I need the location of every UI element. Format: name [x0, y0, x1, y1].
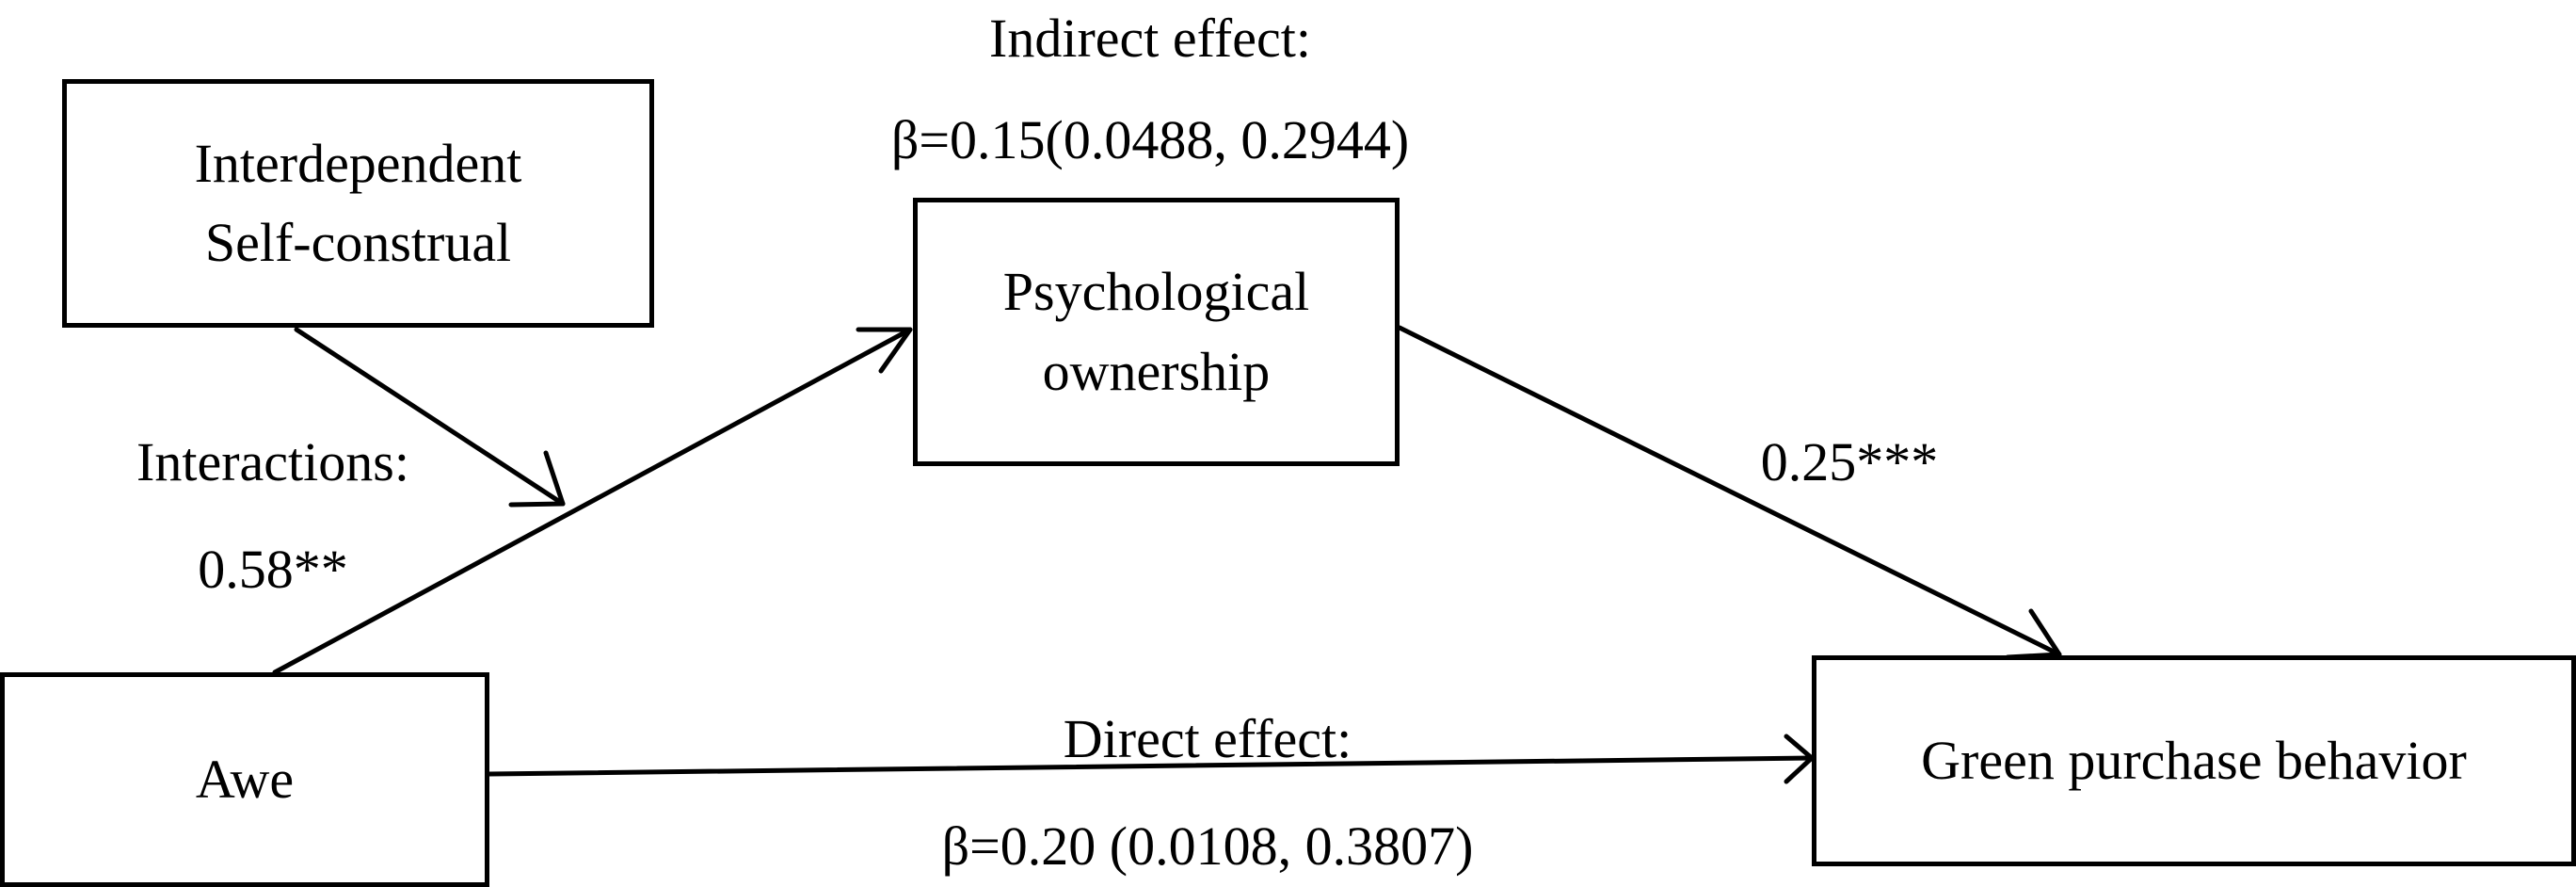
moderator-arrow [294, 327, 566, 508]
moderator-box: Interdependent Self-construal [62, 79, 654, 328]
independent-box: Awe [0, 672, 489, 887]
mediator-label-line2: ownership [1042, 340, 1271, 402]
direct-effect-value: β=0.20 (0.0108, 0.3807) [941, 815, 1474, 877]
indirect-effect-title: Indirect effect: [989, 8, 1311, 69]
indirect-effect-value: β=0.15(0.0488, 0.2944) [890, 109, 1410, 170]
moderator-label-line2: Self-construal [204, 212, 512, 273]
dependent-label: Green purchase behavior [1921, 729, 2467, 791]
direct-effect-title: Direct effect: [1063, 708, 1352, 769]
ownership-to-green-arrow [1397, 325, 2062, 660]
dependent-box: Green purchase behavior [1812, 655, 2576, 866]
awe-to-ownership-arrow [272, 327, 913, 675]
ownership-to-green-coefficient: 0.25*** [1760, 431, 1939, 492]
mediator-box: Psychological ownership [913, 198, 1400, 466]
interactions-title: Interactions: [136, 431, 409, 492]
moderator-label-line1: Interdependent [194, 132, 522, 194]
mediator-label-line1: Psychological [1002, 261, 1310, 323]
independent-label: Awe [195, 748, 295, 810]
interactions-value: 0.58** [198, 539, 348, 600]
